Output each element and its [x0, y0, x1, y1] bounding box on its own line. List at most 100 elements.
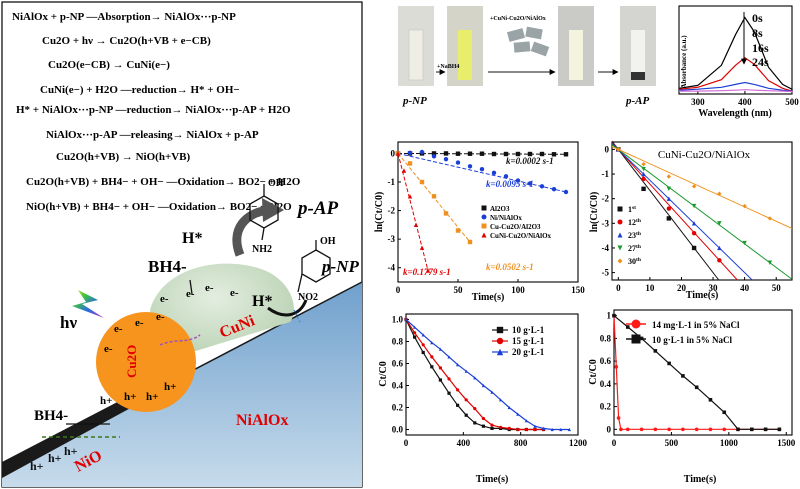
legend-label: Cu-Cu2O/Al2O3	[490, 223, 541, 231]
legend-marker	[617, 232, 623, 238]
fit-line	[611, 142, 753, 281]
data-point	[515, 151, 521, 157]
data-point	[559, 427, 563, 432]
data-point	[438, 347, 442, 351]
hole-label: h+	[146, 391, 158, 403]
data-point	[666, 174, 672, 179]
data-point	[499, 425, 503, 429]
electron-label: e-	[205, 282, 214, 294]
data-point	[691, 184, 697, 189]
data-point	[467, 151, 473, 156]
equation-line: NiAlOx + p-NP —Absorption→ NiAlOx···p-NP	[12, 11, 236, 23]
legend-label: 14 mg·L-1 in 5% NaCl	[652, 320, 740, 330]
data-point	[456, 363, 460, 367]
equation-line: Cu2O(e−CB) → CuNi(e−)	[48, 59, 170, 71]
data-point	[625, 325, 630, 329]
data-point	[563, 189, 569, 195]
data-point	[763, 427, 768, 432]
vial-pap-sediment	[631, 72, 645, 80]
hole-label-nio: h+	[48, 451, 62, 465]
legend-label: 10 g·L-1 in 5% NaCl	[652, 335, 733, 345]
legend-marker	[617, 258, 623, 264]
y-tick-label: 0	[605, 144, 610, 154]
data-point	[407, 150, 413, 156]
x-tick-label: 50	[454, 285, 464, 295]
legend-marker	[496, 326, 504, 334]
data-point	[447, 377, 451, 381]
data-point	[666, 216, 672, 221]
data-point	[641, 186, 646, 192]
data-point	[455, 151, 461, 156]
catalyst-flake	[530, 41, 550, 57]
legend-label: 1st	[628, 205, 636, 214]
data-point	[490, 390, 494, 394]
data-point	[717, 258, 722, 263]
legend-marker	[631, 319, 641, 329]
vial-nabh4-liquid	[458, 30, 472, 80]
legend-time-label: 0s	[752, 11, 763, 25]
hole-label-nio: h+	[30, 459, 44, 473]
fit-line	[611, 146, 793, 229]
data-point	[681, 427, 685, 432]
x-axis-label: Time(s)	[472, 292, 505, 303]
data-point	[515, 178, 521, 183]
data-point	[681, 374, 685, 378]
data-point	[691, 230, 697, 236]
electron-label: e-	[156, 311, 165, 323]
legend-label: 27th	[628, 244, 641, 253]
legend-cycle-number: 27	[628, 244, 636, 253]
data-point	[413, 331, 417, 335]
data-point	[491, 151, 497, 157]
data-point	[551, 152, 557, 157]
y-tick-label: 0.6	[600, 356, 612, 366]
data-point	[539, 151, 545, 157]
data-point	[490, 423, 494, 427]
no2-label: NO2	[298, 292, 318, 303]
x-tick-label: 0	[396, 285, 401, 295]
legend-marker	[617, 245, 623, 251]
p-np-molecule	[297, 240, 331, 293]
legend-label: CuNi-Cu2O/NiAlOx	[490, 232, 552, 240]
data-point	[401, 168, 407, 173]
data-point	[717, 191, 722, 196]
data-point	[438, 366, 442, 370]
data-point	[479, 151, 485, 156]
data-point	[467, 164, 473, 169]
oh-label-pnp: OH	[320, 236, 336, 247]
data-point	[653, 349, 658, 353]
data-point	[419, 149, 425, 155]
data-point	[421, 350, 425, 355]
equation-line: CuNi(e−) + H2O —reduction→ H* + OH−	[40, 84, 240, 96]
spectrum-line	[678, 16, 793, 93]
data-point	[619, 427, 623, 432]
spectrum-line	[678, 56, 793, 93]
electron-label: e-	[230, 287, 239, 299]
legend-marker	[617, 206, 623, 212]
y-tick-label: 0.4	[600, 379, 612, 389]
electron-label: e-	[135, 317, 144, 329]
legend-label: 20 g·L-1	[512, 347, 545, 357]
equation-line: Cu2O(h+VB) → NiO(h+VB)	[56, 151, 190, 163]
pap-caption: p-AP	[625, 95, 650, 107]
data-point	[431, 151, 437, 156]
data-point	[567, 427, 571, 432]
electron-label: e-	[104, 343, 113, 355]
x-tick-label: 0	[616, 283, 621, 293]
data-point	[524, 427, 529, 432]
vial-pnp-liquid	[408, 29, 424, 81]
data-point	[539, 184, 545, 189]
x-tick-label: 300	[691, 97, 705, 107]
data-point	[742, 240, 747, 246]
data-point	[722, 410, 727, 415]
legend-marker	[481, 205, 487, 211]
x-tick-label: 40	[740, 283, 750, 293]
data-point	[516, 412, 520, 416]
data-point	[419, 245, 425, 250]
rate-constant-label: k=0.0002 s-1	[506, 156, 554, 166]
data-point	[481, 424, 485, 428]
data-point	[666, 196, 672, 201]
light-bolt-icon	[72, 290, 104, 318]
data-point	[407, 161, 413, 166]
x-tick-label: 10	[645, 283, 655, 293]
